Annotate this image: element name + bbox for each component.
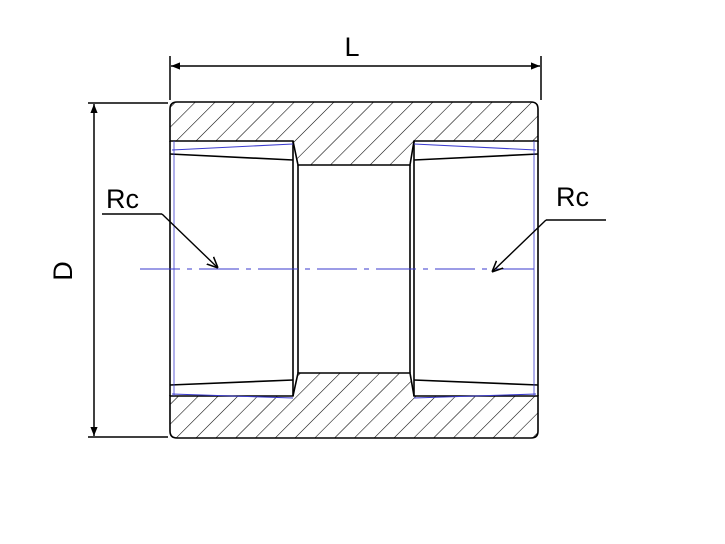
diameter-label: D bbox=[48, 261, 78, 281]
left-thread-leader bbox=[102, 213, 218, 268]
length-label: L bbox=[344, 32, 359, 62]
left-thread-label: Rc bbox=[106, 184, 139, 214]
right-thread-leader bbox=[492, 219, 606, 272]
right-thread-label: Rc bbox=[556, 182, 589, 212]
diameter-dimension bbox=[88, 102, 168, 438]
bottom-wall-section bbox=[169, 372, 539, 439]
top-wall-section bbox=[169, 101, 539, 166]
length-dimension bbox=[169, 56, 542, 100]
